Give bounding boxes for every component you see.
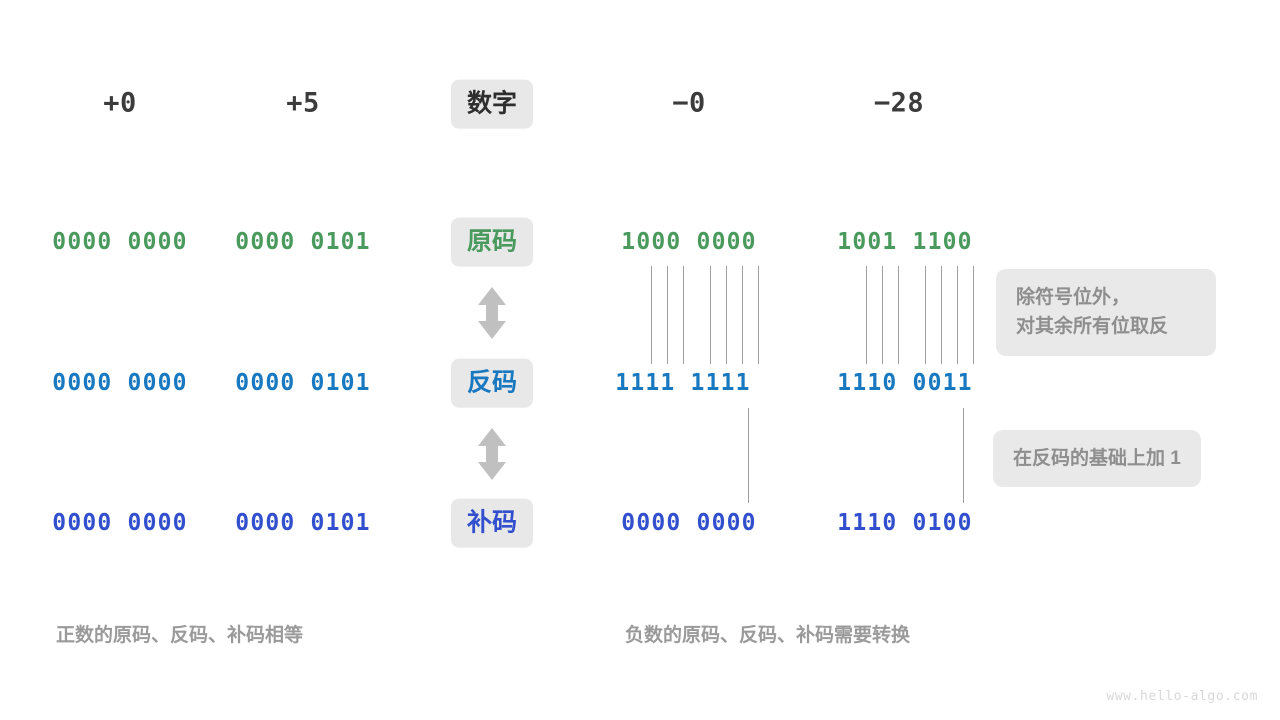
caption-positive-numbers: 正数的原码、反码、补码相等 [56, 625, 304, 646]
caption-negative-numbers: 负数的原码、反码、补码需要转换 [625, 625, 911, 646]
true-form-minus-zero-bits: 1000 0000 [621, 229, 757, 255]
ones-complement-plus-five-bits: 0000 0101 [235, 370, 371, 396]
carry-connector-line [963, 408, 964, 503]
ones-complement-plus-zero-bits: 0000 0000 [52, 370, 188, 396]
bit-connector-line [667, 266, 668, 364]
bit-connector-line [941, 266, 942, 364]
ones-complement-minus-zero-bits: 1111 1111 [615, 370, 751, 396]
bit-connector-line [866, 266, 867, 364]
double-headed-vertical-arrow-icon [475, 426, 509, 482]
twos-complement-minus-zero-bits: 0000 0000 [621, 510, 757, 536]
bit-connector-line [973, 266, 974, 364]
bit-connector-line [726, 266, 727, 364]
note-add-one: 在反码的基础上加 1 [993, 430, 1201, 488]
bit-connector-line [957, 266, 958, 364]
bit-connector-line [742, 266, 743, 364]
bit-connector-line [925, 266, 926, 364]
bit-connector-line [710, 266, 711, 364]
true-form-plus-zero-bits: 0000 0000 [52, 229, 188, 255]
site-watermark: www.hello-algo.com [1106, 689, 1258, 704]
row-label-number: 数字 [450, 79, 534, 129]
carry-connector-line [748, 408, 749, 503]
bit-connector-line [683, 266, 684, 364]
true-form-plus-five-bits: 0000 0101 [235, 229, 371, 255]
row-label-ones-complement: 反码 [450, 358, 534, 408]
twos-complement-plus-five-bits: 0000 0101 [235, 510, 371, 536]
note-invert-bits: 除符号位外， 对其余所有位取反 [996, 269, 1216, 356]
twos-complement-minus-28-bits: 1110 0100 [837, 510, 973, 536]
bit-connector-line [758, 266, 759, 364]
column-header-minus-zero: −0 [672, 87, 706, 119]
column-header-plus-five: +5 [286, 87, 320, 119]
row-label-twos-complement: 补码 [450, 498, 534, 548]
bit-connector-line [898, 266, 899, 364]
true-form-minus-28-bits: 1001 1100 [837, 229, 973, 255]
double-headed-vertical-arrow-icon [475, 285, 509, 341]
row-label-true-form: 原码 [450, 217, 534, 267]
column-header-minus-28: −28 [873, 87, 925, 119]
ones-complement-minus-28-bits: 1110 0011 [837, 370, 973, 396]
bit-connector-line [651, 266, 652, 364]
twos-complement-plus-zero-bits: 0000 0000 [52, 510, 188, 536]
bit-connector-line [882, 266, 883, 364]
column-header-plus-zero: +0 [103, 87, 137, 119]
